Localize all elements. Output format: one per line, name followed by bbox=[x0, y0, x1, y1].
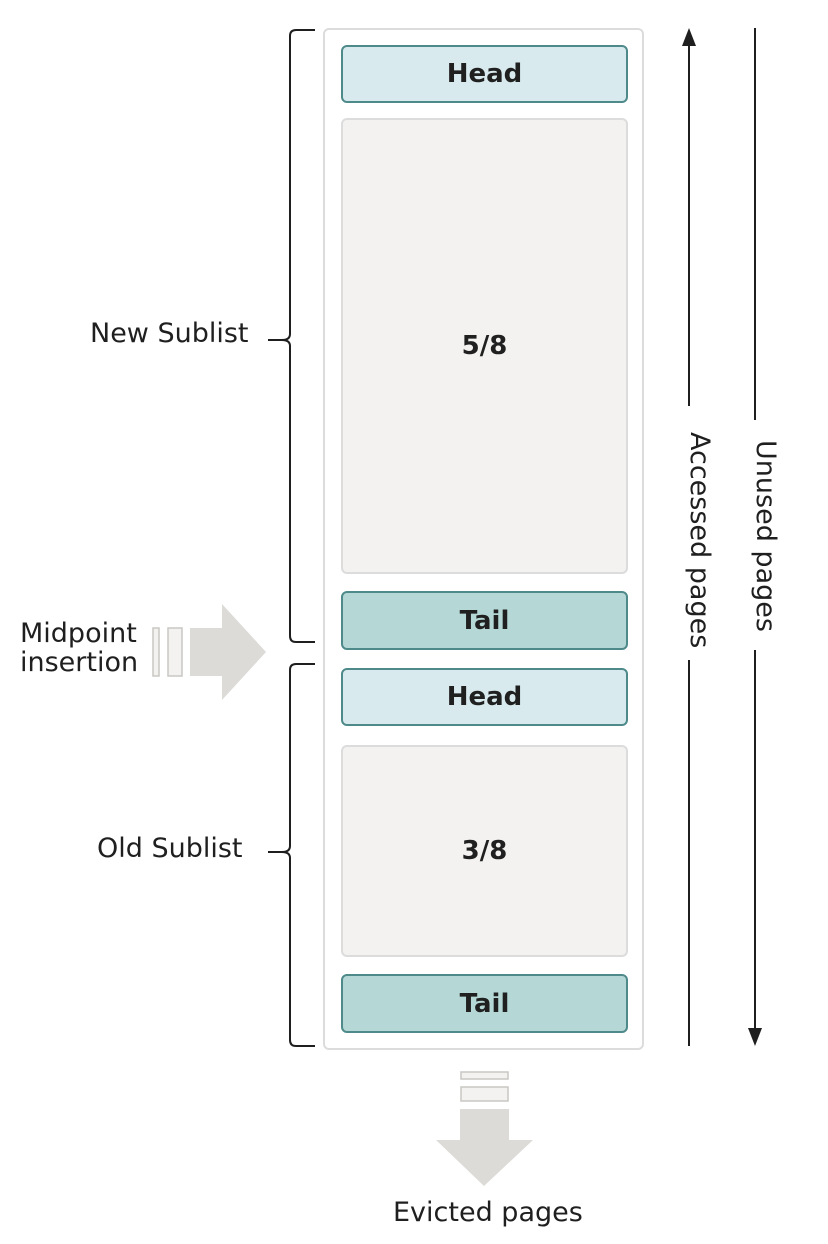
new-sublist-brace bbox=[268, 29, 315, 643]
evicted-pages-label: Evicted pages bbox=[393, 1197, 583, 1228]
accessed-pages-label: Accessed pages bbox=[682, 422, 716, 648]
new-sublist-head: Head bbox=[341, 45, 628, 103]
new-sublist-tail: Tail bbox=[341, 591, 628, 650]
midpoint-insertion-label: Midpoint insertion bbox=[20, 619, 138, 677]
new-sublist-label: New Sublist bbox=[90, 318, 249, 349]
old-sublist-brace bbox=[268, 663, 315, 1047]
evicted-pages-arrow bbox=[436, 1071, 533, 1186]
unused-pages-label: Unused pages bbox=[748, 426, 782, 646]
new-sublist-tail-label: Tail bbox=[459, 605, 510, 636]
old-sublist-tail: Tail bbox=[341, 974, 628, 1033]
old-sublist-head-label: Head bbox=[446, 682, 523, 712]
new-sublist-body: 5/8 bbox=[341, 118, 628, 574]
unused-pages-arrow bbox=[748, 28, 762, 1046]
old-sublist-body: 3/8 bbox=[341, 745, 628, 957]
midpoint-insertion-line1: Midpoint bbox=[20, 618, 137, 649]
accessed-pages-arrow bbox=[682, 28, 696, 1046]
old-sublist-fraction: 3/8 bbox=[461, 836, 508, 866]
new-sublist-head-label: Head bbox=[446, 59, 523, 89]
old-sublist-head: Head bbox=[341, 668, 628, 726]
midpoint-insertion-line2: insertion bbox=[20, 647, 139, 678]
new-sublist-fraction: 5/8 bbox=[461, 331, 508, 361]
old-sublist-label: Old Sublist bbox=[97, 833, 243, 864]
old-sublist-tail-label: Tail bbox=[459, 988, 510, 1019]
midpoint-insertion-arrow bbox=[152, 604, 266, 700]
